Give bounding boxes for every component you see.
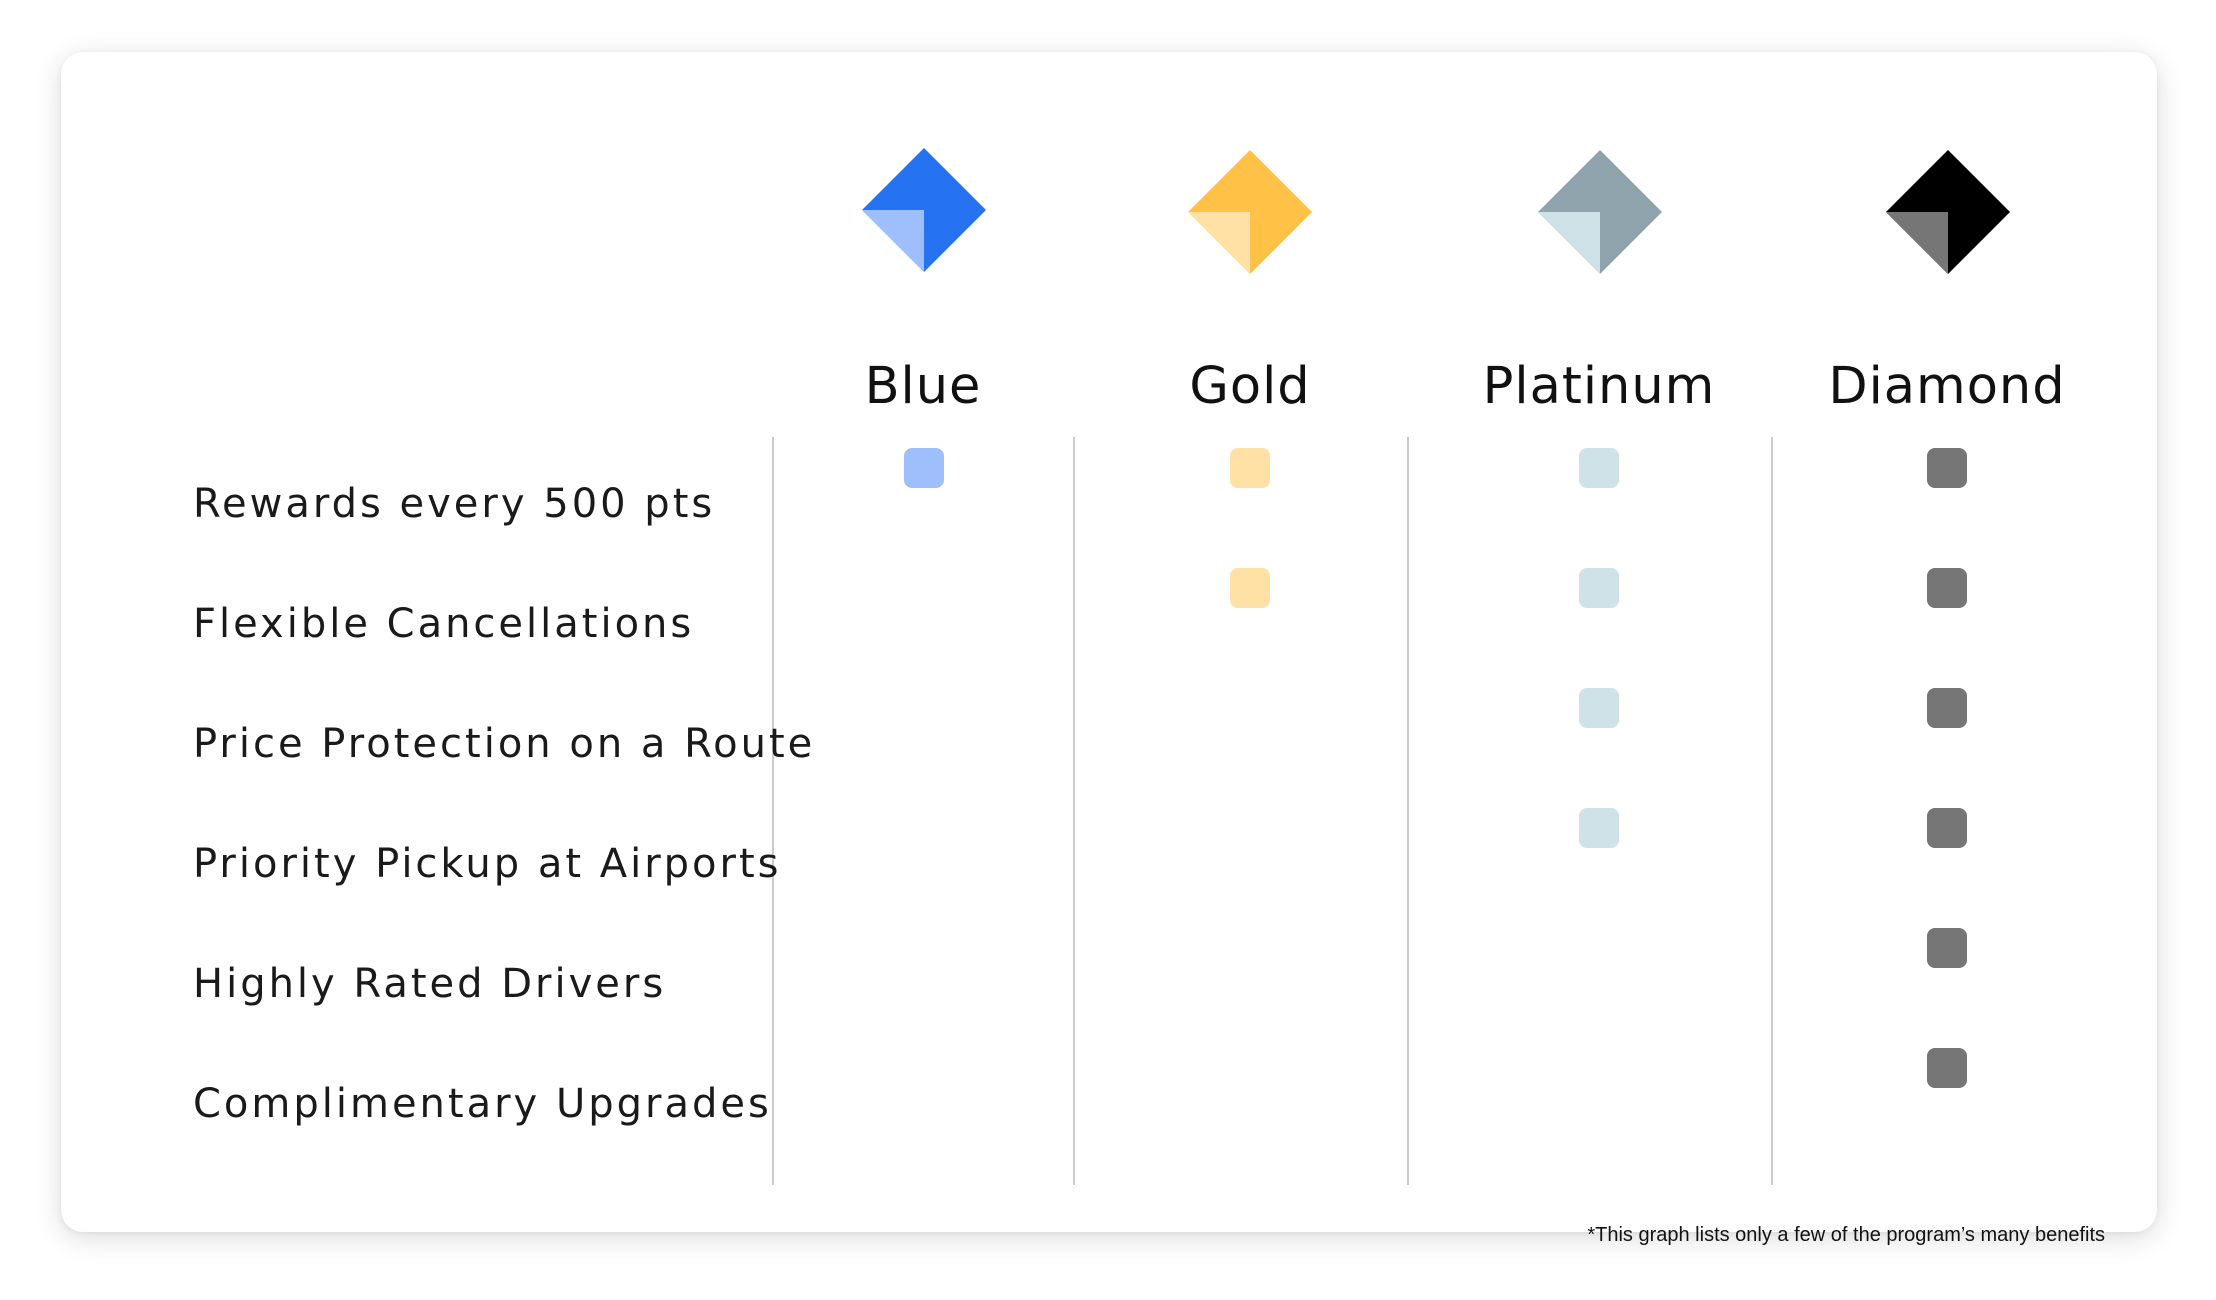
- tier-name-diamond: Diamond: [1828, 357, 2066, 416]
- tier-name-gold: Gold: [1189, 357, 1311, 416]
- check-mark-platinum: [1579, 688, 1619, 728]
- gold-diamond-icon: [1188, 150, 1312, 274]
- column-divider: [1073, 437, 1075, 1185]
- check-mark-platinum: [1579, 808, 1619, 848]
- diamond-diamond-facet-shape: [1886, 212, 1948, 274]
- column-divider: [1407, 437, 1409, 1185]
- tier-name-platinum: Platinum: [1482, 357, 1716, 416]
- check-mark-diamond: [1927, 568, 1967, 608]
- check-mark-diamond: [1927, 928, 1967, 968]
- check-mark-diamond: [1927, 688, 1967, 728]
- blue-diamond-icon: [862, 148, 986, 272]
- gold-diamond-facet-shape: [1188, 212, 1250, 274]
- benefits-comparison-card: Blue Gold Platinum Diamond Rewards every…: [61, 52, 2157, 1246]
- column-divider: [772, 437, 774, 1185]
- benefit-label-flexible-cancellations: Flexible Cancellations: [193, 601, 695, 647]
- check-mark-platinum: [1579, 568, 1619, 608]
- column-divider: [1771, 437, 1773, 1185]
- benefit-label-complimentary-upgrades: Complimentary Upgrades: [193, 1081, 772, 1127]
- footnote: *This graph lists only a few of the prog…: [1587, 1224, 2105, 1246]
- check-mark-gold: [1230, 568, 1270, 608]
- tier-name-blue: Blue: [864, 357, 982, 416]
- check-mark-diamond: [1927, 1048, 1967, 1088]
- benefit-label-price-protection: Price Protection on a Route: [193, 721, 816, 767]
- platinum-diamond-facet-shape: [1538, 212, 1600, 274]
- check-mark-diamond: [1927, 808, 1967, 848]
- platinum-diamond-icon: [1538, 150, 1662, 274]
- benefit-label-rewards: Rewards every 500 pts: [193, 481, 716, 527]
- benefit-label-priority-pickup: Priority Pickup at Airports: [193, 841, 782, 887]
- check-mark-blue: [904, 448, 944, 488]
- check-mark-diamond: [1927, 448, 1967, 488]
- check-mark-gold: [1230, 448, 1270, 488]
- blue-diamond-facet-shape: [862, 210, 924, 272]
- diamond-diamond-icon: [1886, 150, 2010, 274]
- benefit-label-highly-rated-drivers: Highly Rated Drivers: [193, 961, 667, 1007]
- check-mark-platinum: [1579, 448, 1619, 488]
